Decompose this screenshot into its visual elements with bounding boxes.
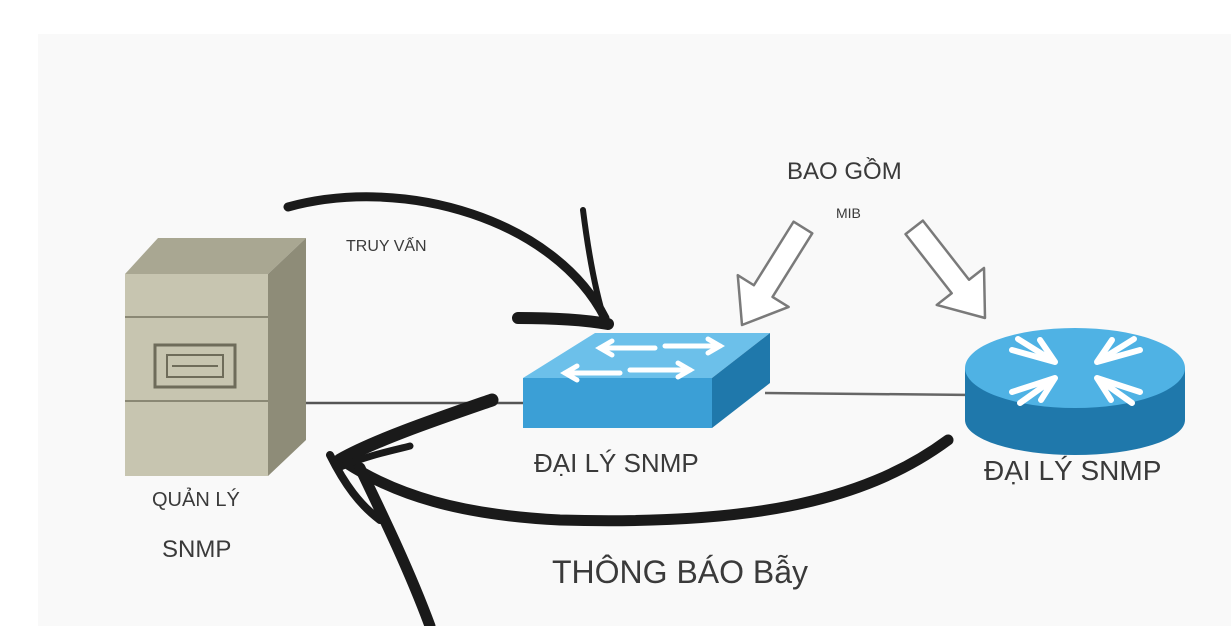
includes-label: BAO GỒM <box>787 158 902 185</box>
router-agent-label: ĐẠI LÝ SNMP <box>984 455 1162 486</box>
trap-label: THÔNG BÁO Bẫy <box>552 554 809 590</box>
snmp-manager-server-icon <box>125 238 306 476</box>
trap-arrow-icon <box>326 393 954 631</box>
mib-arrow-to-switch-icon <box>736 220 814 327</box>
mib-label: MIB <box>836 205 861 221</box>
manager-label-line2: SNMP <box>162 536 232 563</box>
link-switch-router <box>764 391 976 397</box>
switch-icon <box>523 333 770 428</box>
switch-agent-label: ĐẠI LÝ SNMP <box>534 448 699 478</box>
query-arrow-icon <box>283 192 614 330</box>
router-icon <box>965 328 1185 455</box>
manager-label-line1: QUẢN LÝ <box>152 489 240 511</box>
mib-arrow-to-router-icon <box>904 219 987 320</box>
query-label: TRUY VẤN <box>346 238 427 255</box>
